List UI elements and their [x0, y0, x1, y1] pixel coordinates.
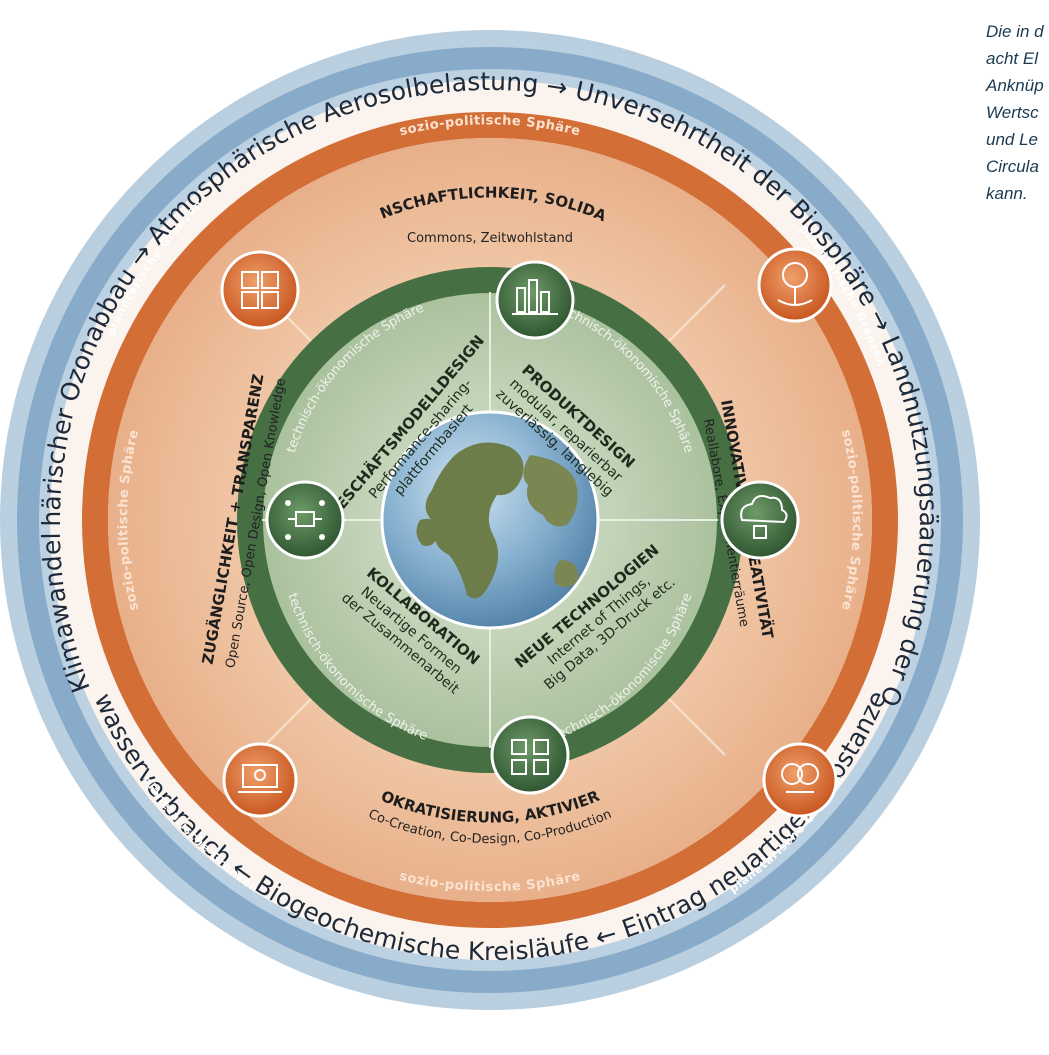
flowchart-icon	[265, 480, 345, 560]
side-caption-line: Anknüp	[986, 76, 1044, 95]
planetary-label-band	[17, 47, 963, 993]
lightbulbs-icon	[762, 742, 838, 818]
globe	[380, 410, 600, 630]
city-buildings-icon	[495, 260, 575, 340]
side-caption-text: Die in d acht El Anknüp Wertsc und Le Ci…	[986, 18, 1049, 207]
puzzle-icon	[220, 250, 300, 330]
diagram-svg: Stratosphärischer Ozonabbau → Atmosphäri…	[0, 0, 980, 1010]
socio-political-ring	[82, 112, 898, 928]
side-caption-line: Wertsc	[986, 103, 1039, 122]
side-caption-line: Die in d	[986, 22, 1044, 41]
side-caption-line: und Le	[986, 130, 1038, 149]
segment-top-sub: Commons, Zeitwohlstand	[407, 231, 573, 246]
circular-economy-diagram: Stratosphärischer Ozonabbau → Atmosphäri…	[0, 0, 980, 1010]
tree-hands-icon	[757, 247, 833, 323]
people-network-icon	[490, 715, 570, 795]
side-caption-line: acht El	[986, 49, 1038, 68]
laptop-idea-icon	[222, 742, 298, 818]
side-caption-line: Circula	[986, 157, 1039, 176]
side-caption-line: kann.	[986, 184, 1028, 203]
cloud-chip-icon	[720, 480, 800, 560]
